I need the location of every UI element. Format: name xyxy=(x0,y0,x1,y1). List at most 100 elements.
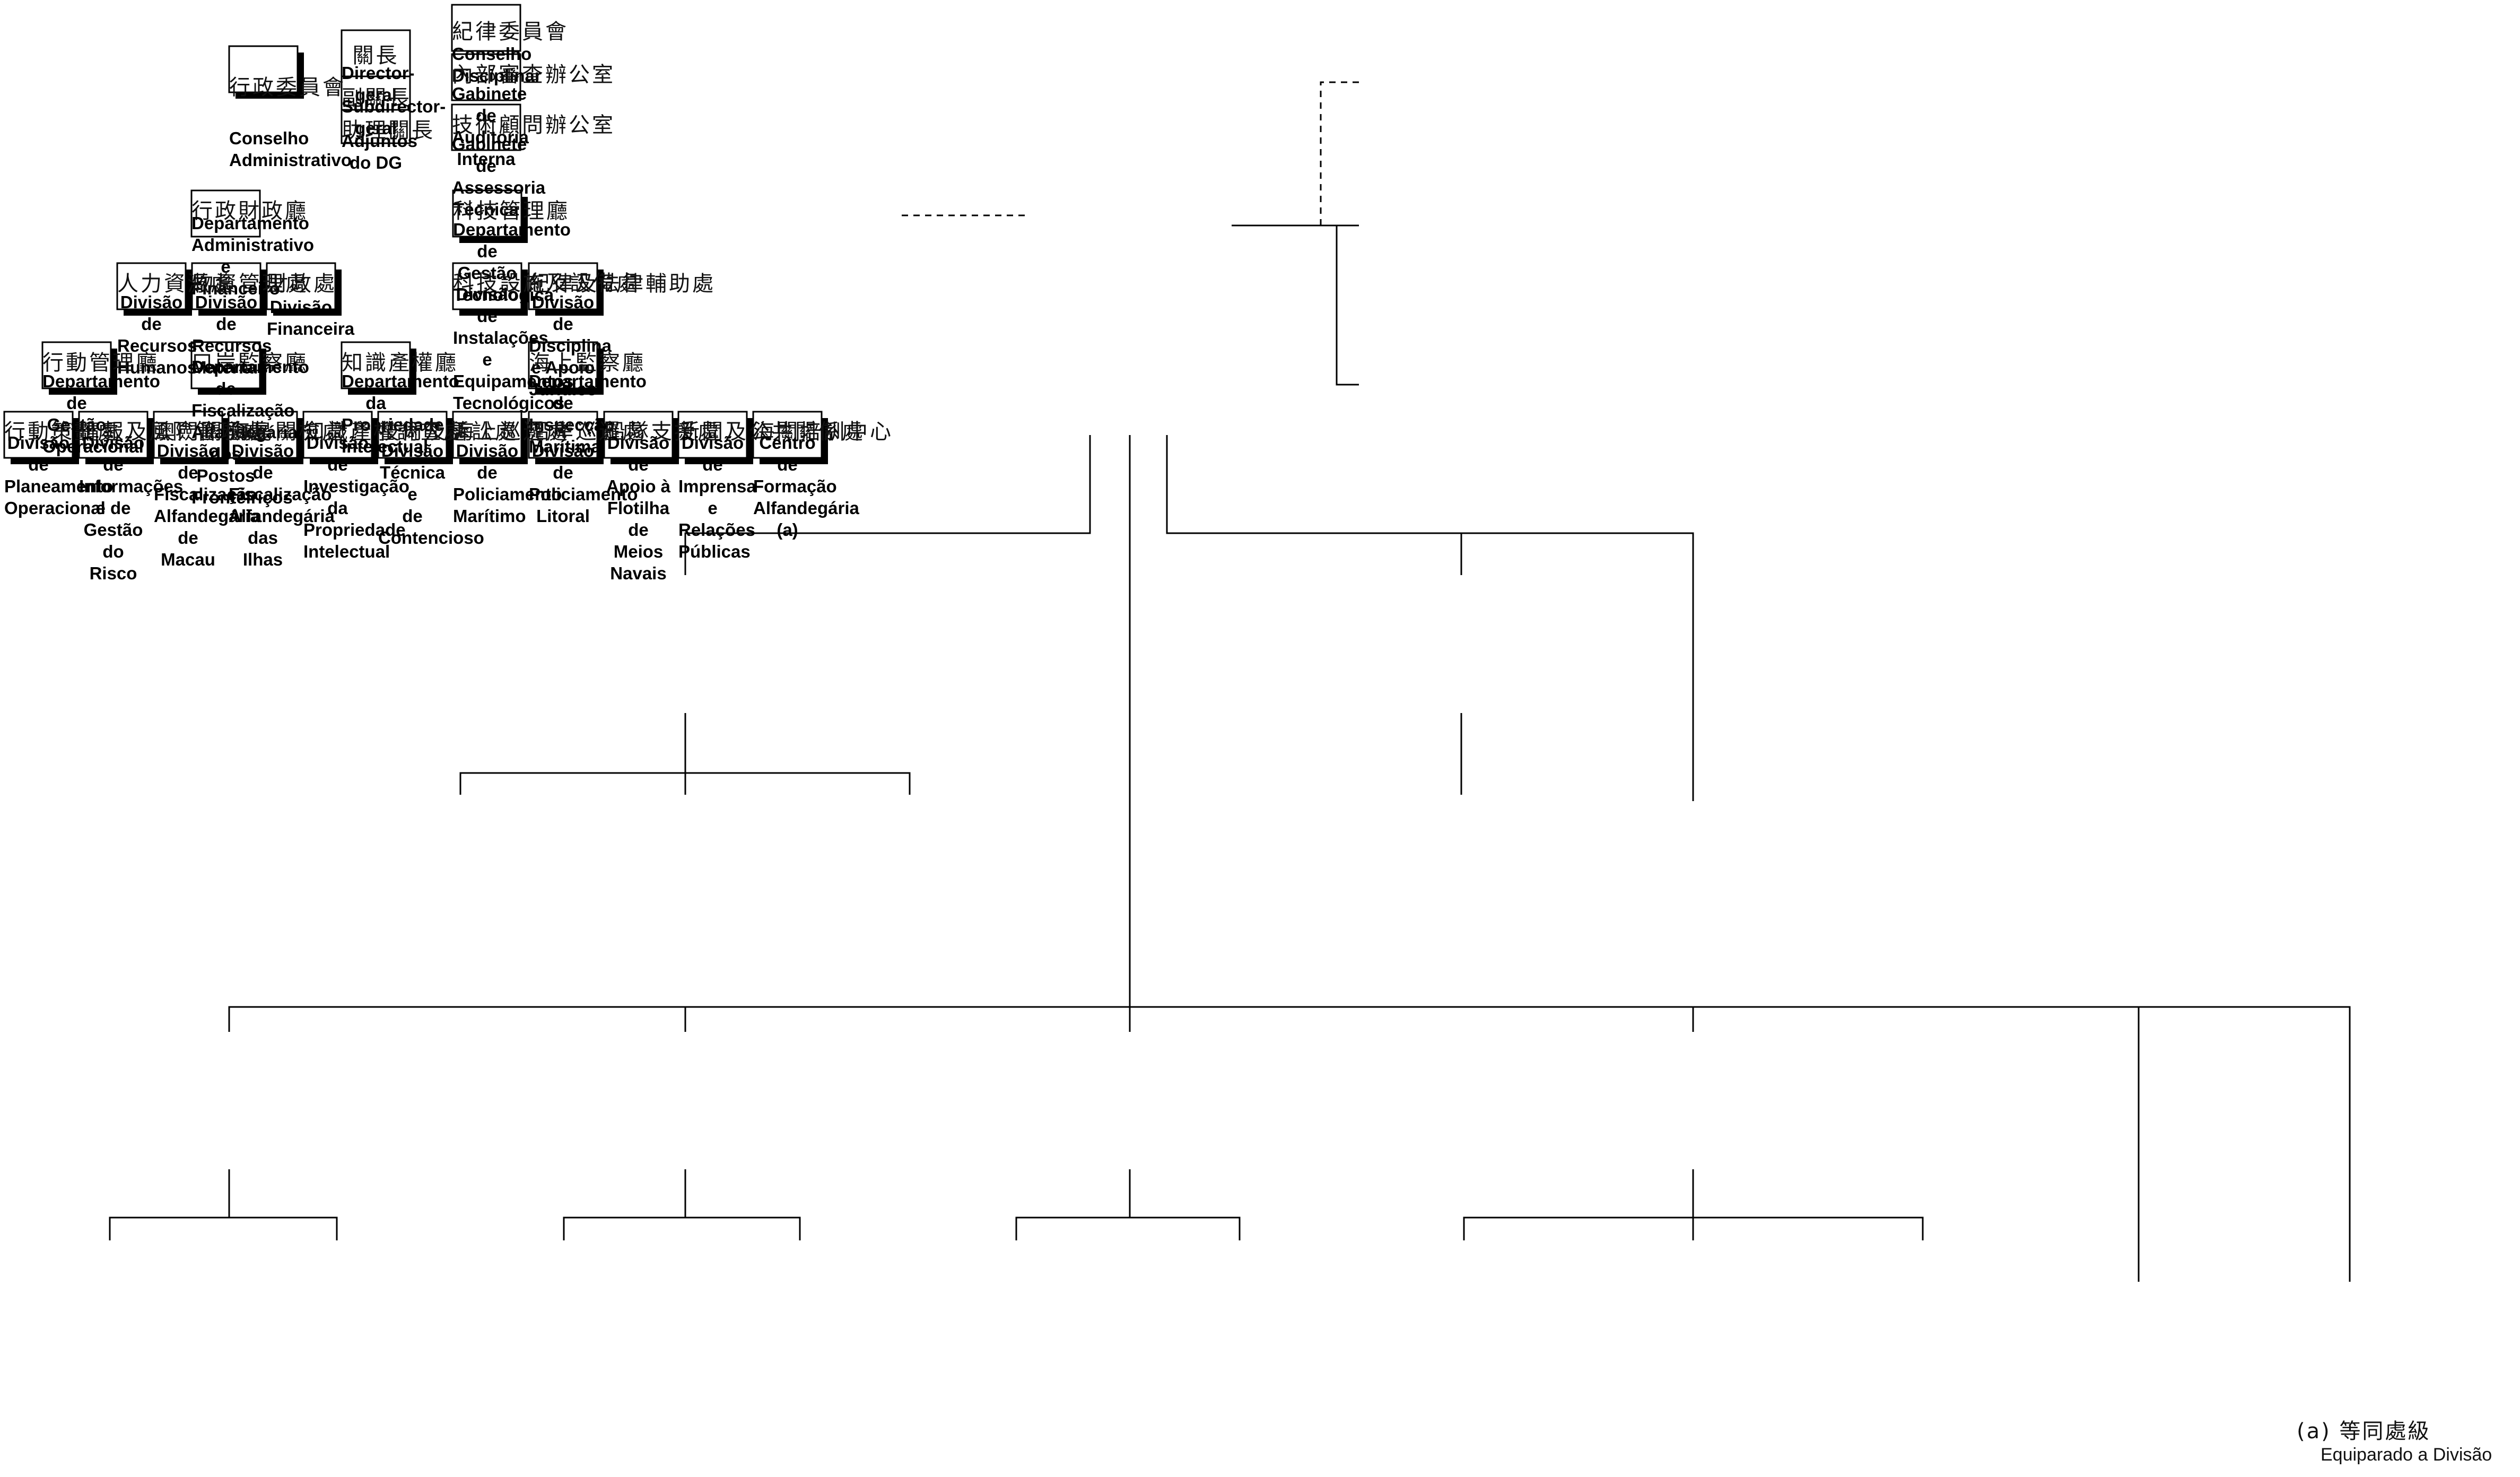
link-gestao-op-left xyxy=(109,1169,230,1240)
div-planeamento-box xyxy=(3,411,74,459)
div-disciplina-box xyxy=(528,262,598,310)
link-conselho-disciplinar xyxy=(1320,81,1359,225)
link-assessoria-tecnica xyxy=(1336,225,1359,386)
div-investigacao-pi-box xyxy=(302,411,373,459)
unit-name-pt: Divisão de Fiscalização Alfandegária das… xyxy=(229,441,335,569)
footnote-label-zh: (a) 等同處級 xyxy=(2297,1419,2431,1444)
dep-postos-fronteiricos-box xyxy=(190,341,261,389)
link-postos-left xyxy=(563,1169,686,1240)
unit-name-pt: Departamento Administrativo e Financeiro xyxy=(191,213,315,298)
unit-name-pt: Divisão de Imprensa e Relações Públicas xyxy=(678,433,756,561)
link-pi-left xyxy=(1015,1169,1131,1240)
unit-name-pt: Divisão de Planeamento Operacional xyxy=(4,433,114,518)
unit-name-zh: 紀律及法律輔助處 xyxy=(529,272,716,296)
dep-admin-financeiro-box xyxy=(190,189,261,238)
div-imprensa-box xyxy=(677,411,748,459)
dep-gestao-operacional-box xyxy=(41,341,112,389)
assessoria-tecnica-box xyxy=(451,103,521,151)
unit-name-pt: Gabinete de Assessoria Técnica xyxy=(452,134,546,219)
conselho-administrativo-box xyxy=(228,45,299,93)
org-unit-centro-formacao: 海關培訓中心Centro de Formação Alfandegária (a… xyxy=(753,412,891,540)
div-recursos-humanos-box xyxy=(116,262,187,310)
link-maritima-right xyxy=(1693,1217,1924,1240)
unit-name-zh: 關長 xyxy=(352,44,399,68)
div-fisc-ilhas-box xyxy=(228,411,298,459)
div-policiamento-litoral-box xyxy=(528,411,598,459)
unit-name-zh: 內部審查辦公室 xyxy=(452,63,615,87)
unit-name-zh: 海關培訓中心 xyxy=(753,414,891,445)
unit-name-zh: 助理關長 xyxy=(342,118,435,143)
div-recursos-materiais-box xyxy=(191,262,261,310)
div-financeira-box xyxy=(266,262,336,310)
unit-name-pt: Conselho Administrativo xyxy=(229,128,352,170)
link-dep-admin-financeiro xyxy=(684,435,1091,575)
unit-name-zh: 副關長 xyxy=(342,86,412,110)
link-postos-right xyxy=(685,1217,801,1240)
link-lower-bus xyxy=(228,1006,2351,1282)
footnote-label-pt: Equiparado a Divisão xyxy=(2321,1445,2492,1465)
unit-name-pt: Divisão Técnica e de Contencioso xyxy=(378,441,484,548)
unit-name-pt: Director-geral xyxy=(342,63,415,105)
link-gestao-op-right xyxy=(229,1217,338,1240)
unit-name-pt: Divisão de Recursos Materiais xyxy=(192,292,272,377)
centro-formacao-box xyxy=(752,411,823,459)
div-policiamento-maritimo-box xyxy=(452,411,522,459)
unit-name-pt: Adjuntos do DG xyxy=(342,131,417,172)
div-instalacoes-box xyxy=(452,262,522,310)
dep-propriedade-intelectual-box xyxy=(341,341,411,389)
unit-name-zh: 行政委員會 xyxy=(229,75,346,100)
director-geral-box xyxy=(341,29,411,77)
dep-gestao-tecnologica-box xyxy=(452,189,522,238)
div-tecnica-contencioso-box xyxy=(377,411,448,459)
unit-name-pt: Subdirector-geral xyxy=(342,97,446,138)
auditoria-interna-box xyxy=(451,53,521,101)
adjuntos-dg-box xyxy=(341,109,411,144)
div-apoio-flotilha-box xyxy=(603,411,674,459)
unit-name-pt: Gabinete de Auditoria Interna xyxy=(452,84,529,169)
unit-name-pt: Divisão de Informações e de Gestão do Ri… xyxy=(79,433,184,583)
div-fisc-macau-box xyxy=(153,411,223,459)
org-unit-div-informacoes: 情報及風險管理處Divisão de Informações e de Gest… xyxy=(79,412,264,583)
link-pi-right xyxy=(1130,1217,1241,1240)
link-div-disciplina xyxy=(1166,435,1694,801)
unit-name-zh: 財政處 xyxy=(267,272,337,296)
unit-name-pt: Divisão de Policiamento Marítimo xyxy=(453,441,562,526)
connector-lines xyxy=(109,81,2351,1282)
unit-name-pt: Divisão de Fiscalização Alfandegária de … xyxy=(154,441,260,569)
unit-name-pt: Divisão de Recursos Humanos xyxy=(117,292,197,377)
unit-name-pt: Divisão de Instalações e Equipamentos Te… xyxy=(453,284,574,413)
org-unit-div-instalacoes: 科技設施及設備處Divisão de Instalações e Equipam… xyxy=(453,263,638,413)
link-maritima-left xyxy=(1463,1169,1694,1240)
unit-name-pt: Divisão de Policiamento Litoral xyxy=(529,441,638,526)
dep-inspeccao-maritima-box xyxy=(528,341,598,389)
org-unit-div-tecnica-contencioso: 技術及訴訟處Divisão Técnica e de Contencioso xyxy=(378,412,516,548)
unit-name-pt: Divisão de Investigação da Propriedade I… xyxy=(303,433,409,561)
org-unit-conselho-administrativo: 行政委員會 Conselho Administrativo xyxy=(229,46,352,170)
div-informacoes-box xyxy=(78,411,149,459)
unit-name-pt: Departamento de Inspecção Marítima xyxy=(529,371,647,456)
org-unit-div-imprensa: 新聞及公共關係處Divisão de Imprensa e Relações P… xyxy=(678,412,863,561)
